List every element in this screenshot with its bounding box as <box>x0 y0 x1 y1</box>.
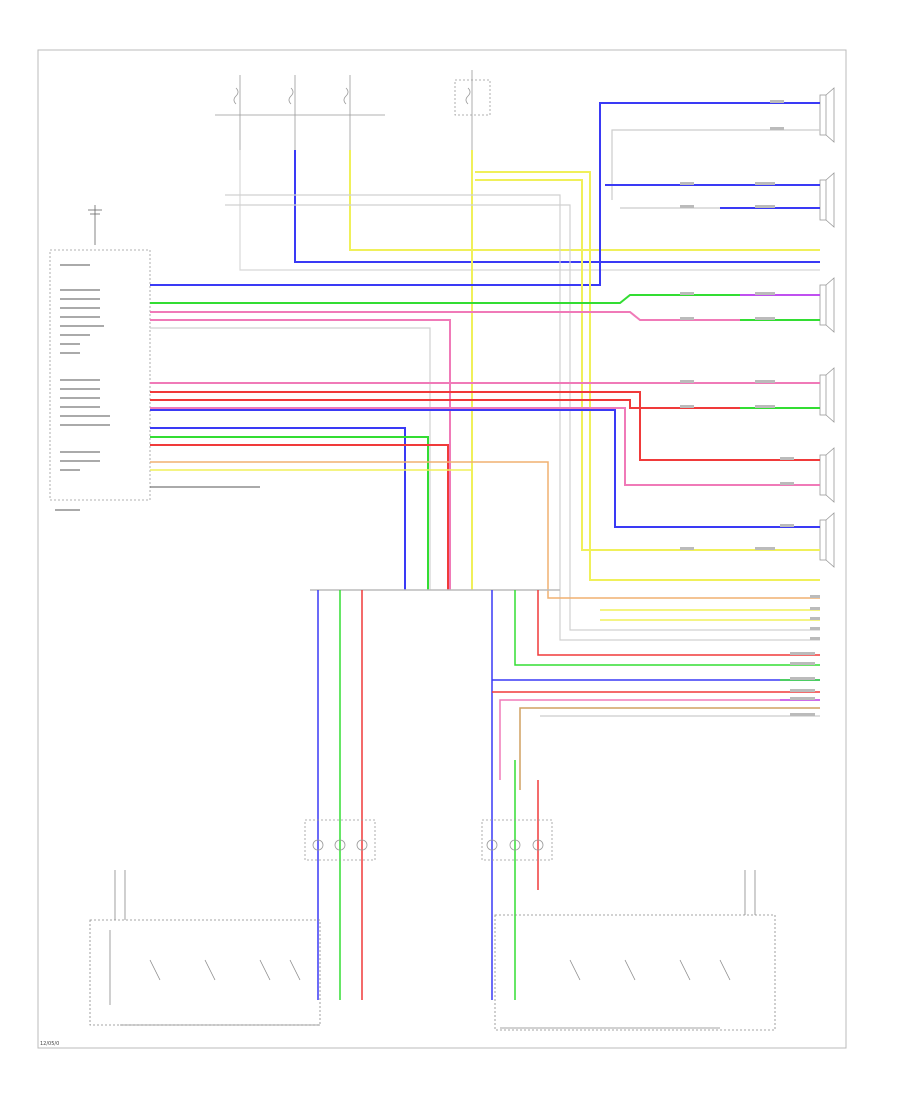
wire-yellow-lf <box>475 171 820 581</box>
page-code: 12/05/0 <box>40 1041 59 1047</box>
left-front-door-speaker <box>819 172 835 228</box>
wire-green-rcs <box>514 590 820 666</box>
wire-pink-rf-2 <box>150 407 820 486</box>
wire-green-rf-2 <box>150 436 429 590</box>
speaker-symbols <box>819 87 835 568</box>
wire-orange-aux <box>150 461 820 599</box>
wire-blue-rf-2 <box>150 427 406 590</box>
left-rear-speaker <box>819 277 835 333</box>
wires <box>150 102 820 1000</box>
left-steering-audio-switches <box>89 870 321 1026</box>
right-steering-audio-switches <box>494 870 776 1031</box>
wire-yellow-fuse3 <box>349 150 820 251</box>
fuse-block <box>215 70 491 150</box>
wire-red-rcs <box>537 590 820 656</box>
wire-yellow-lf-2 <box>475 179 820 551</box>
wire-red-rf-2 <box>150 399 820 409</box>
wire-blue-lf-tweeter <box>150 102 820 286</box>
wire-blue-fuse2 <box>294 150 820 263</box>
wire-pink-lr <box>150 311 820 321</box>
diagram-border <box>37 49 847 1049</box>
wire-label-markers <box>680 100 820 716</box>
left-combination-switch <box>304 819 376 861</box>
wire-gray-lr <box>150 327 431 590</box>
right-combination-switch <box>481 819 553 861</box>
wire-gray-fuse1 <box>239 150 820 271</box>
wire-gray-top <box>225 194 820 641</box>
wire-pink-bundle <box>499 699 820 780</box>
left-front-tweeter <box>819 87 835 143</box>
wire-gray-top-2 <box>225 204 820 631</box>
right-rear-speaker <box>819 512 835 568</box>
wire-orange-bundle <box>519 707 820 790</box>
audio-unit <box>49 249 151 501</box>
wire-green-lr <box>150 294 820 304</box>
wire-gray-lf-tweeter <box>611 129 820 200</box>
radio-antenna <box>88 205 102 245</box>
audio-unit-pin-labels <box>55 264 110 511</box>
right-front-door-speaker <box>819 367 835 423</box>
wire-blue-rf <box>150 409 820 528</box>
right-front-tweeter <box>819 447 835 503</box>
wire-pink-lr-2 <box>150 319 451 590</box>
wire-red-rf-3 <box>150 444 449 590</box>
wire-red-rf <box>150 391 820 461</box>
